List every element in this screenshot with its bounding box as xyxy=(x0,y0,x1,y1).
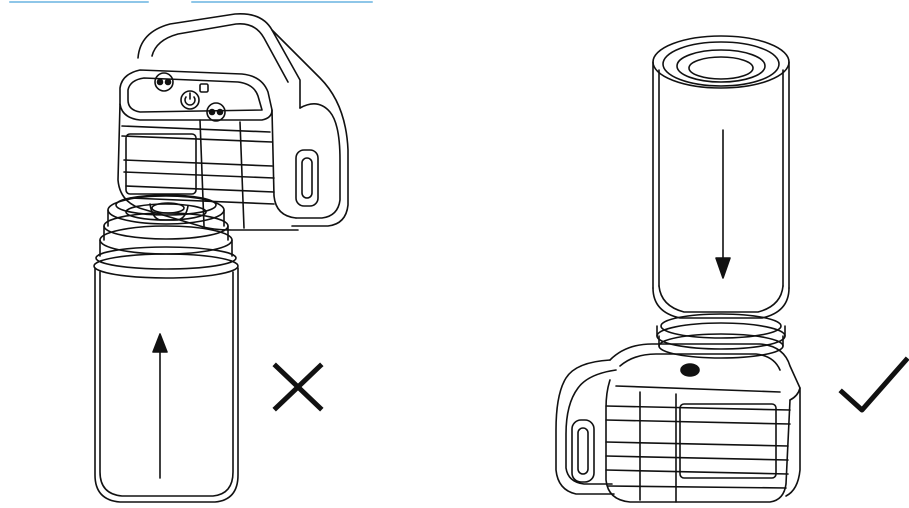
device-icon xyxy=(117,13,349,231)
device-button-left xyxy=(154,72,174,92)
bottle-icon xyxy=(93,194,239,503)
arrow-up-icon xyxy=(152,333,168,479)
panel-correct xyxy=(555,35,909,503)
bottle-icon xyxy=(652,35,790,359)
arrow-down-icon xyxy=(715,129,731,279)
panel-incorrect xyxy=(93,13,349,503)
cross-mark-icon xyxy=(272,362,324,412)
device-power-button xyxy=(180,90,200,110)
device-icon xyxy=(555,343,801,503)
check-mark-icon xyxy=(838,356,909,413)
sensor-port-icon xyxy=(680,363,700,377)
device-button-right xyxy=(206,102,226,122)
